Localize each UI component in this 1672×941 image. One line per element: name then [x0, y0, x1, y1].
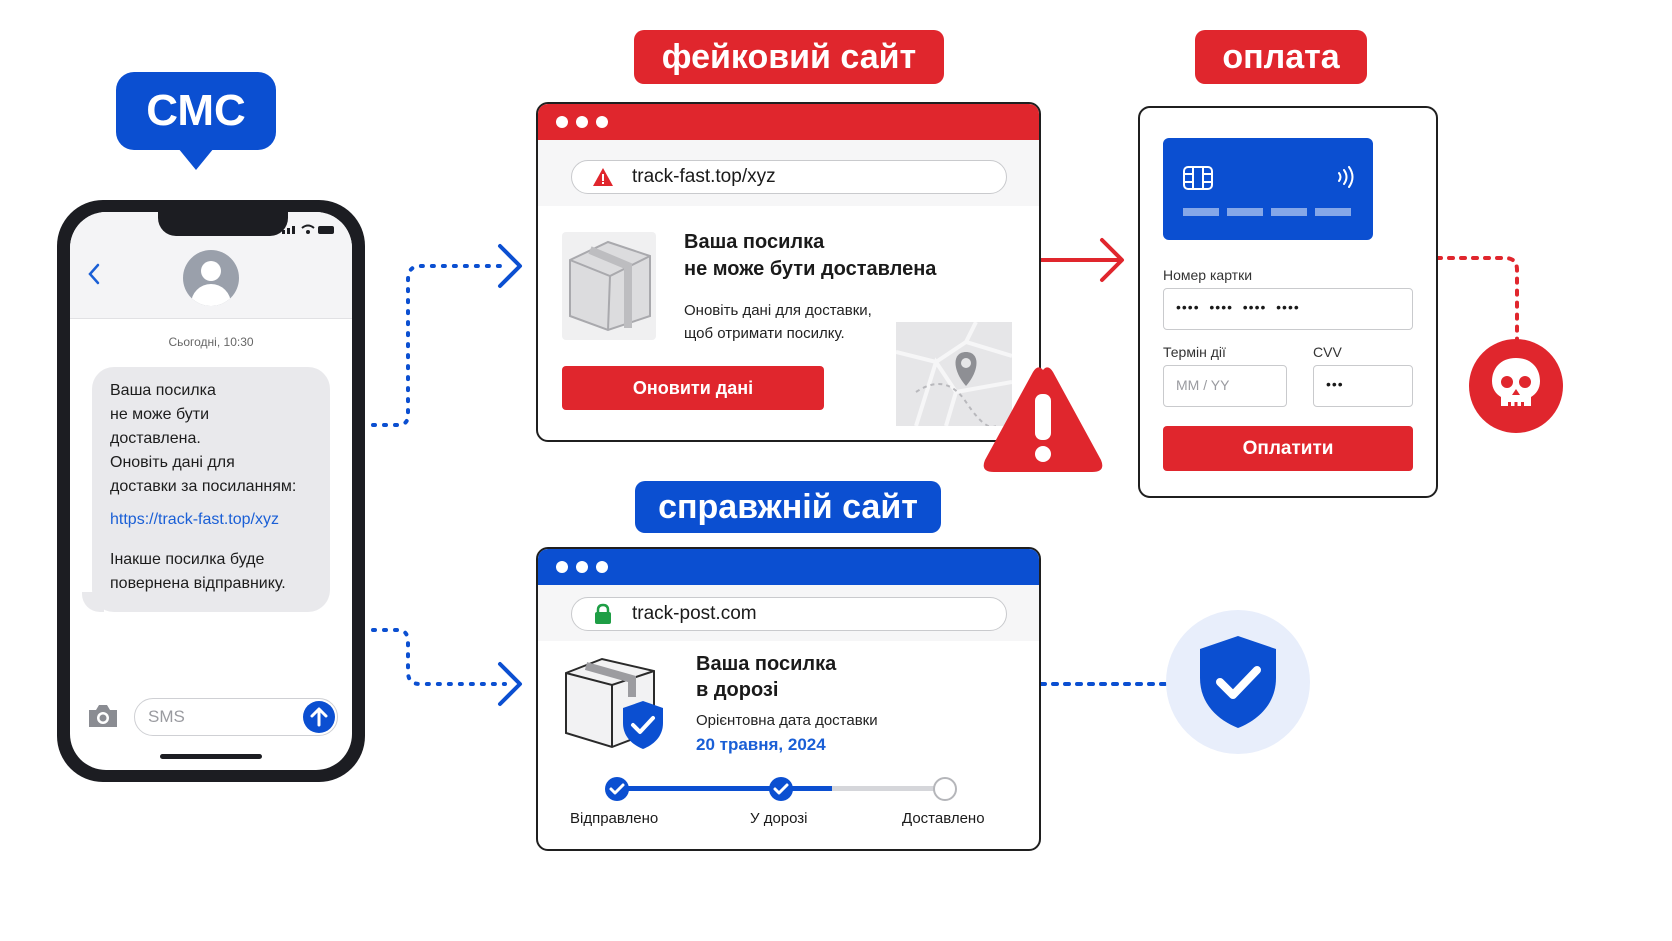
real-url: track-post.com [632, 603, 757, 624]
real-address-bar[interactable]: track-post.com [571, 597, 1007, 631]
card-number-field[interactable]: •••• •••• •••• •••• [1163, 288, 1413, 330]
sms-label-pointer [178, 148, 214, 170]
sms-message-bubble: Ваша посилка не може бути доставлена. Он… [92, 367, 330, 612]
phishing-link[interactable]: https://track-fast.top/xyz [110, 511, 279, 528]
fake-url: track-fast.top/xyz [632, 166, 776, 187]
back-chevron-icon[interactable] [86, 262, 102, 286]
contactless-icon [1338, 166, 1354, 188]
message-line: доставлена. [110, 430, 201, 447]
card-number-value: •••• •••• •••• •••• [1176, 299, 1300, 315]
expiry-label: Термін дії [1163, 344, 1226, 360]
sms-label: СМС [116, 72, 276, 150]
fake-to-payment-arrowhead [1100, 238, 1124, 282]
sms-to-real-arrowhead [498, 662, 522, 706]
step-check-icon [605, 777, 629, 801]
real-window-titlebar [538, 549, 1039, 585]
message-line: Оновіть дані для [110, 454, 235, 471]
sms-header [70, 212, 352, 319]
home-indicator [160, 754, 262, 759]
update-data-button[interactable]: Оновити дані [562, 366, 824, 410]
camera-icon[interactable] [86, 702, 120, 730]
fake-title-line: не може бути доставлена [684, 258, 937, 280]
real-site-window: track-post.com Ваша посилка в дорозі Орі… [536, 547, 1041, 851]
message-line: доставки за посиланням: [110, 478, 297, 495]
step-pending-icon [933, 777, 957, 801]
check-icon [1216, 666, 1261, 699]
lock-icon [595, 603, 611, 624]
phone-screen: Сьогодні, 10:30 Ваша посилка не може бут… [70, 212, 352, 770]
phone: Сьогодні, 10:30 Ваша посилка не може бут… [57, 200, 365, 782]
shield-check-icon [1200, 636, 1276, 728]
real-title-line: Ваша посилка [696, 653, 837, 675]
card-number-label: Номер картки [1163, 267, 1253, 283]
sms-input-field[interactable]: SMS [134, 698, 338, 736]
fake-page-body: Оновіть дані для доставки, щоб отримати … [684, 299, 872, 345]
message-line: Інакше посилка буде [110, 551, 265, 568]
fake-body-line: Оновіть дані для доставки, [684, 302, 872, 319]
safe-badge [1166, 610, 1310, 754]
contact-avatar-icon[interactable] [183, 250, 239, 306]
step-label-in-transit: У дорозі [750, 810, 808, 827]
check-icon [631, 716, 655, 734]
update-data-button-label: Оновити дані [632, 378, 754, 398]
sms-to-real-connector [371, 628, 507, 686]
message-timestamp: Сьогодні, 10:30 [168, 335, 254, 349]
tracking-progress-fill [616, 786, 833, 791]
message-line: Ваша посилка [110, 382, 216, 399]
expiry-placeholder: MM / YY [1176, 377, 1230, 393]
message-line: повернена відправнику. [110, 575, 286, 592]
cvv-value: ••• [1326, 376, 1344, 392]
payment-label-text: оплата [1222, 38, 1340, 76]
eta-date: 20 травня, 2024 [696, 735, 826, 754]
card-chip-icon [1183, 166, 1213, 190]
fake-window-titlebar [538, 104, 1039, 140]
cvv-label: CVV [1313, 344, 1342, 360]
bubble-tail [82, 592, 104, 612]
eta-label: Орієнтовна дата доставки [696, 712, 878, 729]
payment-window: Номер картки •••• •••• •••• •••• Термін … [1138, 106, 1438, 498]
message-line: не може бути [110, 406, 210, 423]
fake-body-line: щоб отримати посилку. [684, 325, 845, 342]
payment-label: оплата [1195, 30, 1367, 84]
shield-check-icon [623, 701, 663, 749]
cvv-field[interactable]: ••• [1313, 365, 1413, 407]
pay-button-label: Оплатити [1242, 438, 1334, 459]
send-arrow-icon[interactable] [303, 701, 335, 733]
sms-label-text: СМС [146, 86, 246, 135]
expiry-field[interactable]: MM / YY [1163, 365, 1287, 407]
map-pin-icon [955, 352, 977, 386]
package-box-icon [562, 232, 656, 340]
fake-title-line: Ваша посилка [684, 231, 825, 253]
real-site-label-text: справжній сайт [658, 488, 918, 526]
payment-to-danger-connector [1435, 256, 1519, 342]
fake-address-bar[interactable]: track-fast.top/xyz [571, 160, 1007, 194]
bank-card [1163, 138, 1373, 240]
map-thumbnail [895, 321, 1013, 428]
step-label-delivered: Доставлено [902, 810, 985, 827]
sms-to-fake-connector [371, 264, 507, 427]
fake-site-window: track-fast.top/xyz Ваша посилка не може … [536, 102, 1041, 442]
pay-button[interactable]: Оплатити [1163, 426, 1413, 471]
fake-site-label: фейковий сайт [634, 30, 944, 84]
step-label-sent: Відправлено [570, 810, 659, 827]
step-check-icon [769, 777, 793, 801]
real-title-line: в дорозі [696, 679, 779, 701]
fake-site-label-text: фейковий сайт [661, 38, 917, 76]
skull-icon [1469, 339, 1563, 433]
card-number-placeholder [1183, 208, 1355, 216]
warning-triangle-icon [593, 168, 613, 186]
sms-input-placeholder: SMS [148, 707, 185, 726]
real-page-title: Ваша посилка в дорозі [696, 651, 836, 703]
fake-page-title: Ваша посилка не може бути доставлена [684, 229, 936, 283]
sms-to-fake-arrowhead [498, 244, 522, 288]
exclamation-warning-icon [983, 367, 1103, 472]
phone-notch [158, 212, 288, 236]
real-site-label: справжній сайт [635, 481, 941, 533]
status-icons [282, 224, 334, 234]
